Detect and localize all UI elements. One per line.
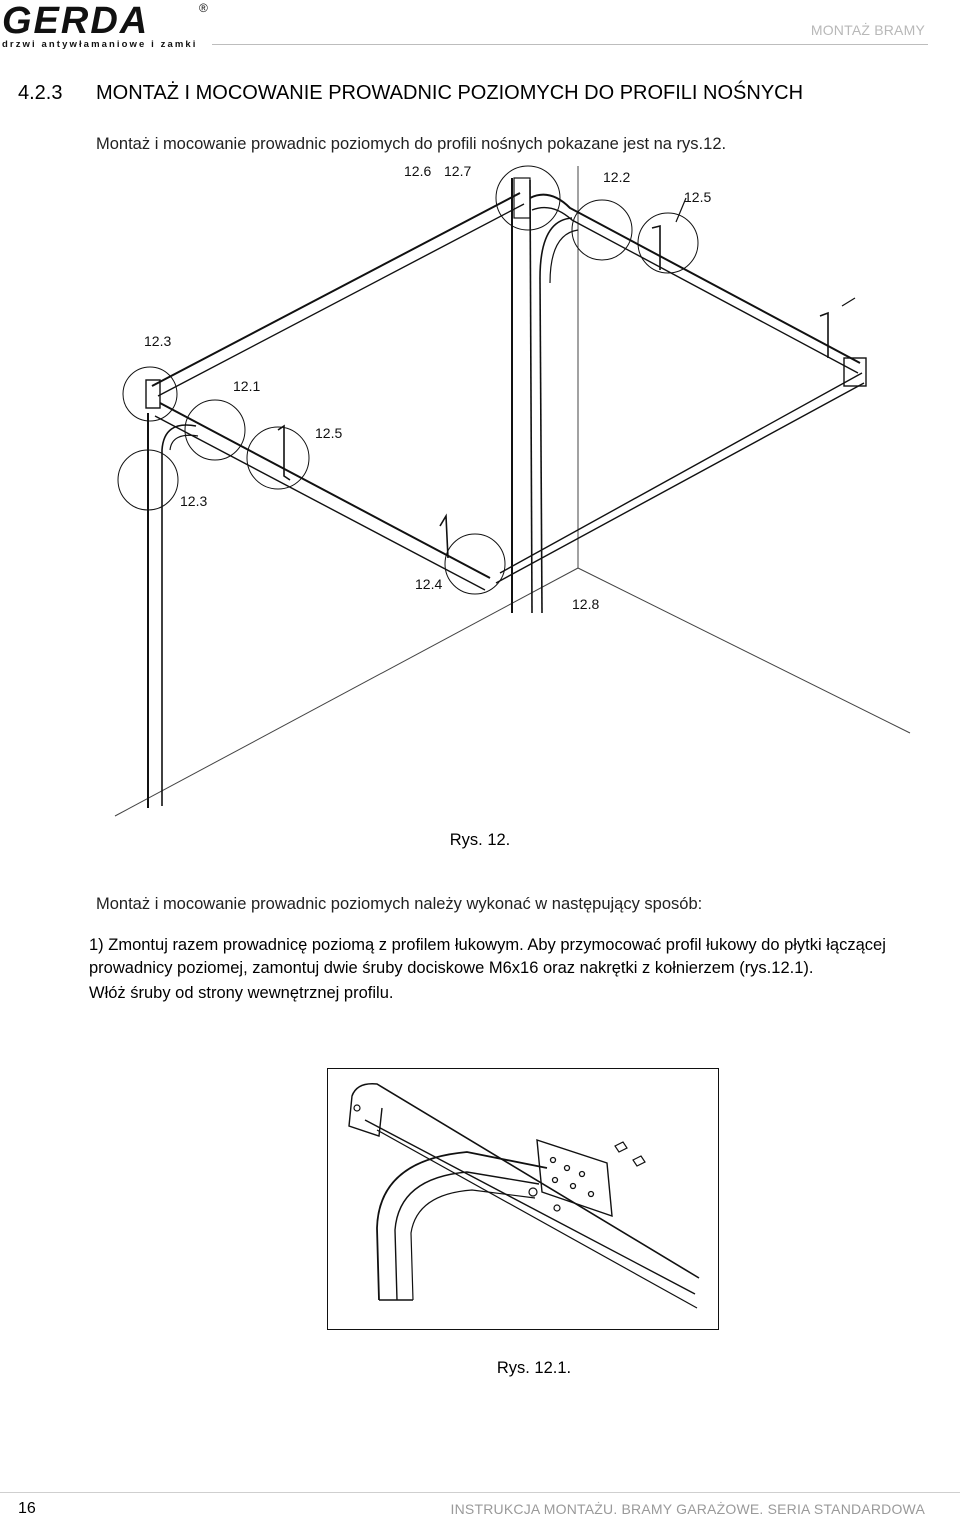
plate-hole [578, 1170, 586, 1178]
section-number: 4.2.3 [18, 82, 63, 104]
callout-12-1: 12.1 [233, 378, 260, 394]
horizontal-rail-mid [364, 1119, 696, 1295]
detail-circle-12-5-right [637, 212, 699, 274]
gerda-logo: GERDA ® drzwi antywłamaniowe i zamki [0, 0, 215, 50]
instructions-intro: Montaż i mocowanie prowadnic poziomych n… [96, 895, 703, 913]
figure-12-1-drawing [327, 1068, 719, 1330]
step-1: 1) Zmontuj razem prowadnicę poziomą z pr… [89, 934, 924, 1005]
curve-left-arc-inner [169, 434, 199, 451]
figure-frame [327, 1068, 719, 1330]
curved-profile-inner [394, 1171, 540, 1301]
detail-circle-12-1 [184, 399, 246, 461]
page-number: 16 [18, 1500, 36, 1517]
curve-center-arc-inner [549, 229, 579, 284]
flange-nut-icon [553, 1204, 561, 1212]
floor-line-right [577, 567, 911, 734]
connecting-plate [536, 1139, 613, 1218]
callout-12-3-bottom: 12.3 [180, 493, 207, 509]
callout-12-8: 12.8 [572, 596, 599, 612]
rail-front-left [159, 402, 491, 579]
vertical-track-center-mid [529, 179, 533, 614]
step-1-text: 1) Zmontuj razem prowadnicę poziomą z pr… [89, 936, 886, 977]
corner-bracket-right [843, 357, 867, 387]
callout-12-7: 12.7 [444, 163, 471, 179]
detail-circle-12-2 [571, 199, 633, 261]
step-1-note: Włóż śruby od strony wewnętrznej profilu… [89, 984, 394, 1002]
logo-tagline: drzwi antywłamaniowe i zamki [2, 39, 198, 50]
section-heading: 4.2.3 MONTAŻ I MOCOWANIE PROWADNIC POZIOM… [18, 82, 803, 105]
plate-hole [551, 1176, 559, 1184]
plate-hole [569, 1182, 577, 1190]
hanger-clip-b [675, 197, 687, 223]
rail-front-left-inner [154, 415, 486, 591]
plate-hole [549, 1156, 557, 1164]
figure-12-drawing: 12.6 12.7 12.2 12.5 12.3 12.1 12.5 12.3 … [100, 158, 920, 823]
detail-circle-12-5-left [246, 426, 310, 490]
callout-12-2: 12.2 [603, 169, 630, 185]
registered-mark: ® [199, 1, 208, 15]
section-title: MONTAŻ I MOCOWANIE PROWADNIC POZIOMYCH D… [96, 82, 804, 104]
rail-back-right-inner [531, 206, 859, 374]
horizontal-rail-bottom [376, 1129, 698, 1309]
callout-12-4: 12.4 [415, 576, 442, 592]
detail-circle-12-3-top [122, 366, 178, 422]
rail-front-right-inner [495, 382, 865, 584]
rail-end-bracket [348, 1095, 383, 1137]
rail-back-right [529, 193, 861, 364]
flange-nut-icon [528, 1187, 538, 1197]
curve-left-arc [161, 424, 197, 451]
callout-12-5-right: 12.5 [684, 189, 711, 205]
hanger-front [439, 513, 449, 559]
hanger-left [277, 424, 291, 481]
hanger-back-right-b [819, 311, 829, 358]
footer-divider [0, 1492, 960, 1493]
intro-paragraph: Montaż i mocowanie prowadnic poziomych d… [96, 135, 727, 153]
header-section-label: MONTAŻ BRAMY [810, 22, 925, 38]
figure-12-caption: Rys. 12. [449, 831, 511, 849]
logo-wordmark: GERDA [2, 0, 149, 42]
horizontal-rail-top [351, 1082, 700, 1279]
hanger-clip [841, 297, 856, 307]
floor-line-left [114, 567, 579, 817]
curved-profile-flange [410, 1189, 536, 1301]
rail-back-left [151, 192, 521, 387]
figure-12-1-caption: Rys. 12.1. [496, 1359, 572, 1377]
corner-bracket-left [145, 379, 161, 409]
bracket-hole [353, 1104, 361, 1112]
bolt-icon [614, 1141, 628, 1153]
curve-center-arc [539, 217, 573, 279]
detail-circle-12-4 [444, 533, 506, 595]
callout-12-5-left: 12.5 [315, 425, 342, 441]
plate-hole [587, 1190, 595, 1198]
detail-circle-12-3-bottom [117, 449, 179, 511]
header-divider [212, 44, 928, 45]
rail-front-right [499, 372, 863, 574]
callout-12-6: 12.6 [404, 163, 431, 179]
rail-back-left-inner [157, 203, 525, 397]
curved-profile-outer [376, 1151, 548, 1301]
detail-circle-12-6-7 [495, 165, 561, 231]
bolt-icon [632, 1155, 646, 1167]
hanger-back-right-a [651, 224, 661, 270]
top-center-bracket [513, 177, 531, 219]
footer-title: INSTRUKCJA MONTAŻU. BRAMY GARAŻOWE. SERI… [450, 1501, 925, 1517]
plate-hole [563, 1164, 571, 1172]
callout-12-3-top: 12.3 [144, 333, 171, 349]
vertical-track-center-inner [539, 277, 543, 614]
